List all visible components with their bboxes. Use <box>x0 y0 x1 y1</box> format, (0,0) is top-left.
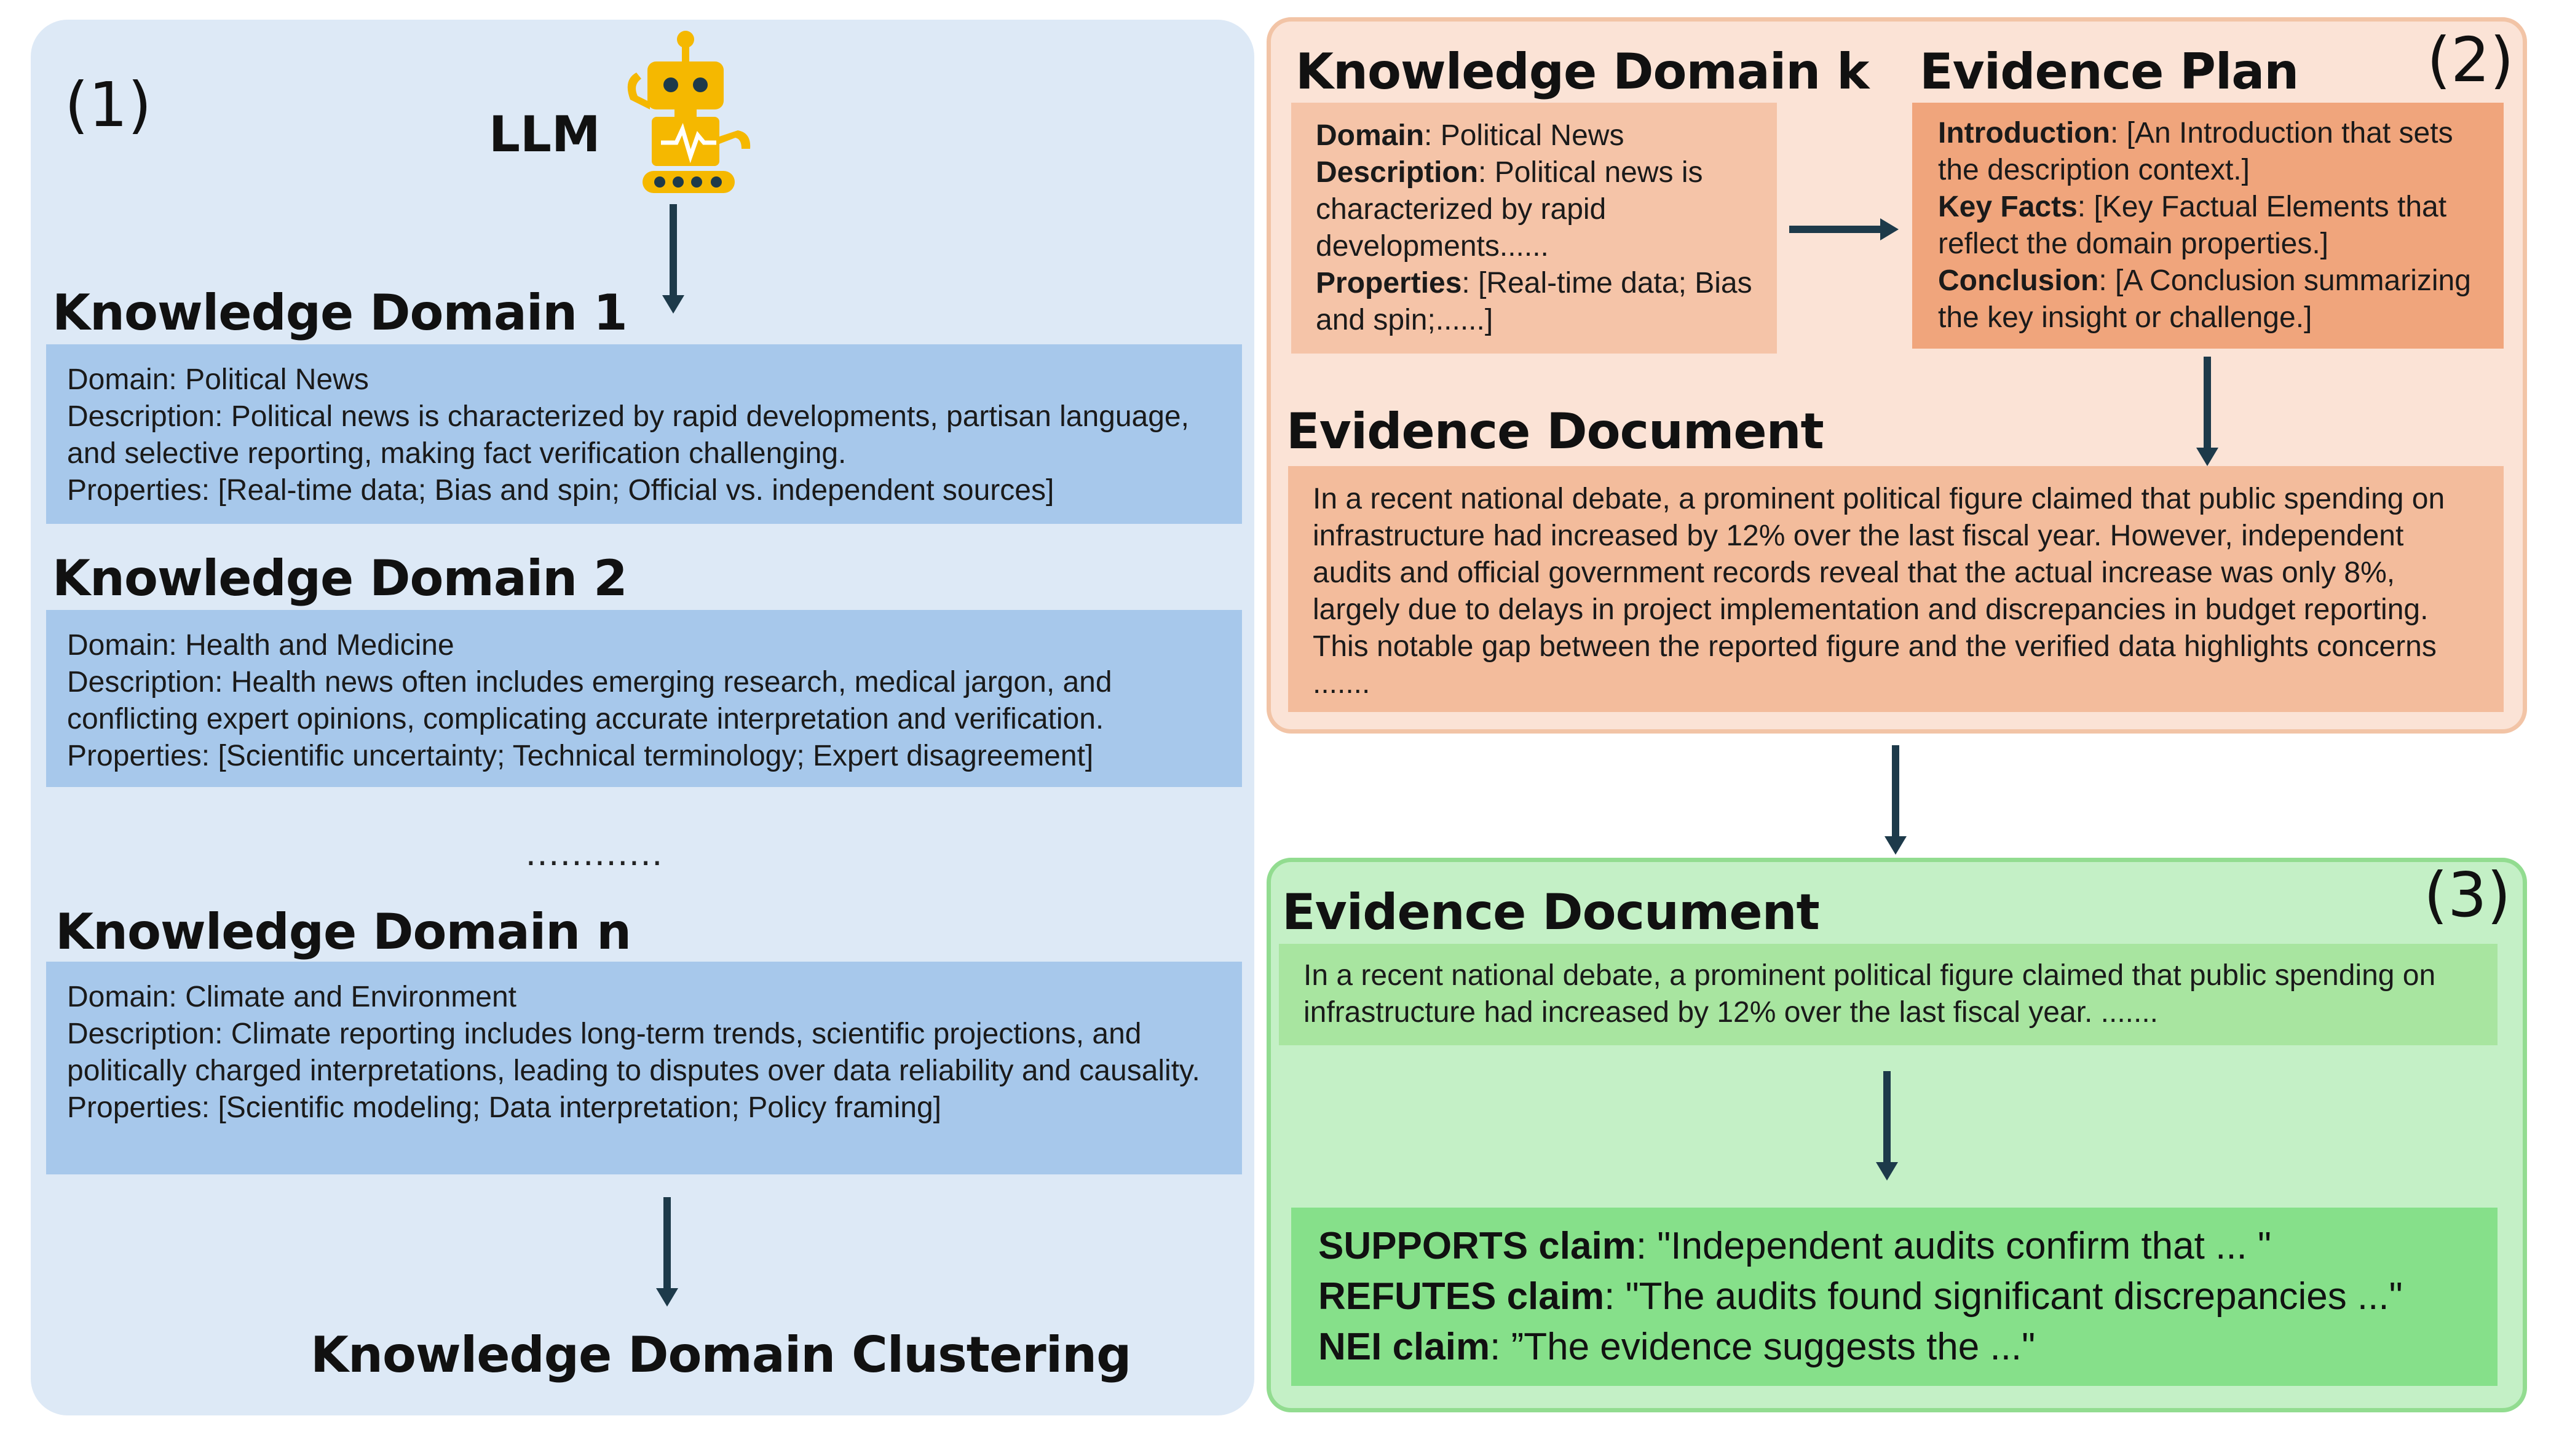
evidence-generation-panel: (2) Knowledge Domain k Domain: Political… <box>1267 17 2527 734</box>
claim-generation-panel: (3) Evidence Document In a recent nation… <box>1267 858 2527 1412</box>
refutes-claim: REFUTES claim: "The audits found signifi… <box>1318 1275 2403 1318</box>
panel-number-2: (2) <box>2427 24 2514 96</box>
domain-k-title: Knowledge Domain k <box>1295 43 1869 100</box>
domain-2-title: Knowledge Domain 2 <box>52 550 628 607</box>
evidence-document-title: Evidence Document <box>1286 403 1824 460</box>
llm-label: LLM <box>489 106 601 163</box>
evidence-plan-title: Evidence Plan <box>1920 43 2299 100</box>
ellipsis: ............ <box>526 832 664 873</box>
arrow-right-icon <box>1789 218 1899 240</box>
domain-1-box: Domain: Political News Description: Poli… <box>46 344 1242 524</box>
domain-n-domain: Domain: Climate and Environment <box>67 981 516 1013</box>
domain-generation-panel: (1) LLM Knowledge Domain 1 Domain: Polit… <box>31 20 1254 1415</box>
domain-1-domain: Domain: Political News <box>67 363 369 396</box>
domain-2-domain: Domain: Health and Medicine <box>67 629 454 662</box>
supports-claim: SUPPORTS claim: "Independent audits conf… <box>1318 1225 2271 1267</box>
plan-key-facts: Key Facts: [Key Factual Elements that re… <box>1938 191 2447 260</box>
domain-k-properties: Properties: [Real-time data; Bias and sp… <box>1316 267 1752 336</box>
domain-k-description: Description: Political news is character… <box>1316 156 1703 263</box>
clustering-label: Knowledge Domain Clustering <box>310 1326 1131 1383</box>
domain-2-box: Domain: Health and Medicine Description:… <box>46 610 1242 787</box>
domain-k-box: Domain: Political News Description: Poli… <box>1291 103 1777 354</box>
claims-box: SUPPORTS claim: "Independent audits conf… <box>1291 1208 2498 1386</box>
domain-1-title: Knowledge Domain 1 <box>52 284 628 341</box>
claim-evidence-title: Evidence Document <box>1282 884 1820 941</box>
evidence-plan-box: Introduction: [An Introduction that sets… <box>1912 103 2504 349</box>
robot-icon <box>627 31 751 193</box>
evidence-document-trailing: ....... <box>1313 667 1370 700</box>
domain-n-properties: Properties: [Scientific modeling; Data i… <box>67 1091 941 1124</box>
plan-conclusion: Conclusion: [A Conclusion summarizing th… <box>1938 264 2471 334</box>
domain-n-title: Knowledge Domain n <box>55 903 631 960</box>
panel-number-3: (3) <box>2424 859 2511 931</box>
domain-1-description: Description: Political news is character… <box>67 400 1189 470</box>
evidence-document-box: In a recent national debate, a prominent… <box>1288 466 2504 712</box>
arrow-down-icon <box>662 204 684 314</box>
domain-1-properties: Properties: [Real-time data; Bias and sp… <box>67 474 1054 507</box>
domain-k-domain: Domain: Political News <box>1316 119 1624 152</box>
claim-evidence-text: In a recent national debate, a prominent… <box>1303 959 2436 1029</box>
domain-n-description: Description: Climate reporting includes … <box>67 1018 1200 1087</box>
nei-claim: NEI claim: ”The evidence suggests the ..… <box>1318 1326 2036 1368</box>
domain-n-box: Domain: Climate and Environment Descript… <box>46 962 1242 1174</box>
arrow-down-icon <box>1885 745 1907 855</box>
claim-evidence-box: In a recent national debate, a prominent… <box>1279 944 2498 1045</box>
arrow-down-icon <box>1876 1071 1898 1181</box>
arrow-down-icon <box>656 1197 678 1307</box>
panel-number-1: (1) <box>65 69 152 141</box>
arrow-down-icon <box>2196 357 2218 466</box>
domain-2-description: Description: Health news often includes … <box>67 666 1112 735</box>
evidence-document-text: In a recent national debate, a prominent… <box>1313 483 2445 663</box>
plan-introduction: Introduction: [An Introduction that sets… <box>1938 117 2453 186</box>
domain-2-properties: Properties: [Scientific uncertainty; Tec… <box>67 740 1094 772</box>
